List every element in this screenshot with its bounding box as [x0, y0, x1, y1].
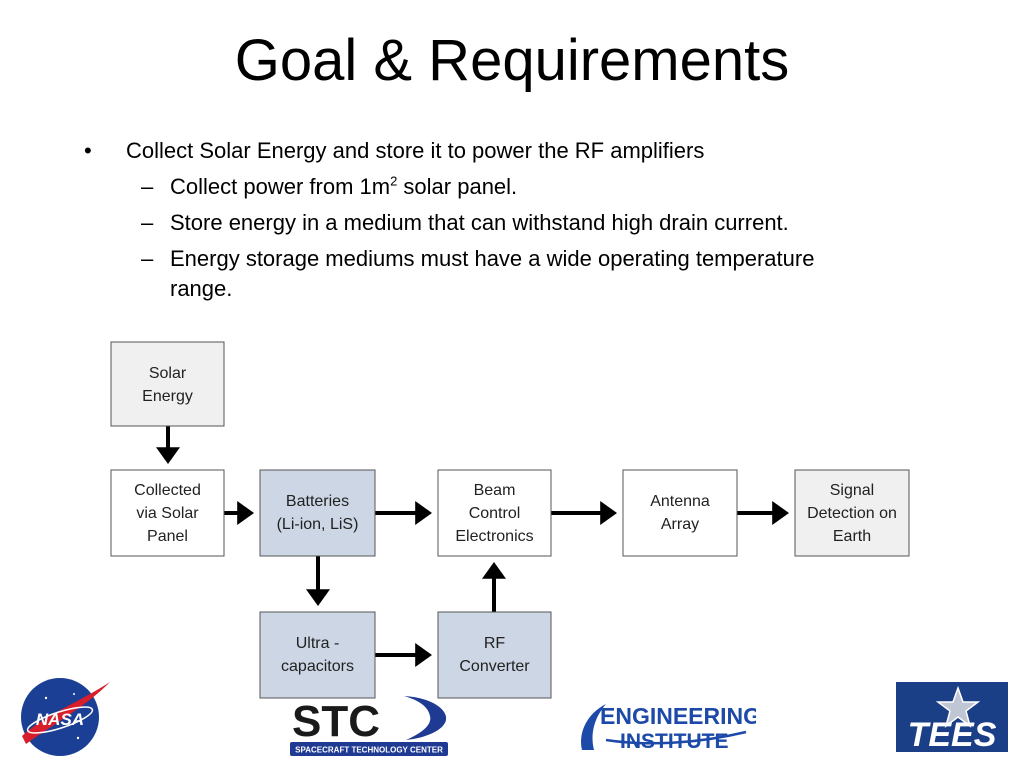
engineering-institute-logo: ENGINEERING INSTITUTE: [581, 703, 756, 753]
node-batteries-line: Batteries: [286, 493, 349, 510]
node-signal-line: Detection on: [807, 505, 897, 522]
sub-bullet-3: – Energy storage mediums must have a wid…: [84, 244, 964, 304]
sub-bullet-3-text-cont: range.: [170, 276, 233, 301]
diagram-arrows: [156, 426, 789, 667]
node-solar-energy: Solar Energy: [110, 341, 225, 427]
bullet-main-text: Collect Solar Energy and store it to pow…: [126, 138, 705, 163]
nasa-logo: NASA: [21, 678, 110, 756]
node-batteries-line: (Li-ion, LiS): [277, 516, 359, 533]
sub-bullet-1: – Collect power from 1m2 solar panel.: [84, 172, 964, 202]
node-rf-line: RF: [484, 635, 506, 652]
stc-logo: STC SPACECRAFT TECHNOLOGY CENTER: [290, 696, 448, 756]
node-antenna-array: Antenna Array: [622, 469, 738, 557]
bullet-list: • Collect Solar Energy and store it to p…: [84, 136, 964, 310]
node-beam-line: Electronics: [455, 528, 533, 545]
node-collected-line: Panel: [147, 528, 188, 545]
node-antenna-line: Array: [661, 516, 699, 533]
stc-logo-text: STC: [292, 697, 380, 746]
node-solar-energy-line: Energy: [142, 388, 193, 405]
node-rf-line: Converter: [459, 658, 530, 675]
node-antenna-line: Antenna: [650, 493, 710, 510]
engineering-logo-text: ENGINEERING: [600, 703, 756, 729]
node-rf-converter: RF Converter: [437, 611, 552, 699]
node-beam-control-electronics: Beam Control Electronics: [437, 469, 552, 557]
superscript-two: 2: [390, 173, 398, 189]
dash-mark: –: [141, 174, 154, 199]
sub-bullet-3-text: Energy storage mediums must have a wide …: [170, 246, 815, 271]
slide-title: Goal & Requirements: [234, 28, 790, 93]
node-solar-energy-line: Solar: [149, 365, 187, 382]
sub-bullet-1-text: Collect power from 1m: [170, 174, 391, 199]
star-icon: [935, 685, 981, 728]
node-ultra-capacitors: Ultra - capacitors: [259, 611, 376, 699]
node-beam-line: Beam: [474, 482, 516, 499]
dash-mark: –: [141, 210, 154, 235]
node-collected-line: Collected: [134, 482, 201, 499]
bullet-main: • Collect Solar Energy and store it to p…: [84, 136, 964, 166]
node-signal-line: Earth: [833, 528, 871, 545]
node-beam-line: Control: [469, 505, 521, 522]
bullet-dot: •: [84, 138, 92, 163]
sub-bullet-1-tail: solar panel.: [397, 174, 518, 199]
dash-mark: –: [141, 246, 154, 271]
nasa-logo-text: NASA: [36, 710, 84, 729]
node-batteries: Batteries (Li-ion, LiS): [259, 469, 376, 557]
tees-logo-text: TEES: [908, 716, 997, 752]
institute-logo-text: INSTITUTE: [620, 730, 729, 753]
node-collected-solar-panel: Collected via Solar Panel: [110, 469, 225, 557]
node-signal-line: Signal: [830, 482, 874, 499]
sub-bullet-2: – Store energy in a medium that can with…: [84, 208, 964, 238]
stc-logo-subtext: SPACECRAFT TECHNOLOGY CENTER: [295, 746, 443, 755]
node-ultra-line: Ultra -: [296, 635, 340, 652]
node-collected-line: via Solar: [136, 505, 199, 522]
sub-bullet-2-text: Store energy in a medium that can withst…: [170, 210, 789, 235]
node-signal-detection: Signal Detection on Earth: [794, 469, 910, 557]
tees-logo: TEES: [896, 682, 1008, 752]
node-ultra-line: capacitors: [281, 658, 354, 675]
